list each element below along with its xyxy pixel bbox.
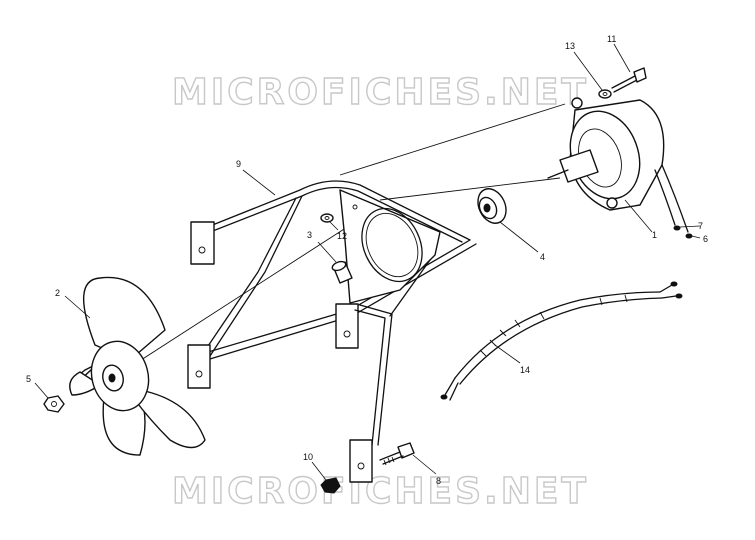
screw-11 [611,67,647,93]
bolt-8 [379,442,415,466]
spacer [331,260,353,284]
callout-9: 9 [236,159,241,169]
washer-13 [598,89,612,99]
callout-4: 4 [540,252,545,262]
callout-5: 5 [26,374,31,384]
hub [477,188,507,224]
callout-2: 2 [55,288,60,298]
wire-harness [440,281,683,401]
callout-10: 10 [303,452,313,462]
callout-14: 14 [520,365,530,375]
callout-13: 13 [565,41,575,51]
callout-6: 6 [703,234,708,244]
fan [69,276,206,456]
watermark-bottom: MICROFICHES.NET [172,471,589,512]
callout-8: 8 [436,476,441,486]
callout-3: 3 [307,230,312,240]
callout-1: 1 [652,230,657,240]
alignment-lines [109,103,566,381]
watermark-top: MICROFICHES.NET [172,72,589,113]
callout-labels: 1 2 3 4 5 6 7 8 9 10 11 12 13 14 [26,34,708,486]
washer-12 [320,204,358,223]
motor [547,97,693,239]
callout-11: 11 [607,34,616,44]
leader-lines [34,43,701,481]
nut-5 [43,395,65,413]
frame-bracket [187,180,477,483]
callout-12: 12 [337,231,347,241]
callout-7: 7 [698,221,703,231]
nut-10 [320,477,341,494]
